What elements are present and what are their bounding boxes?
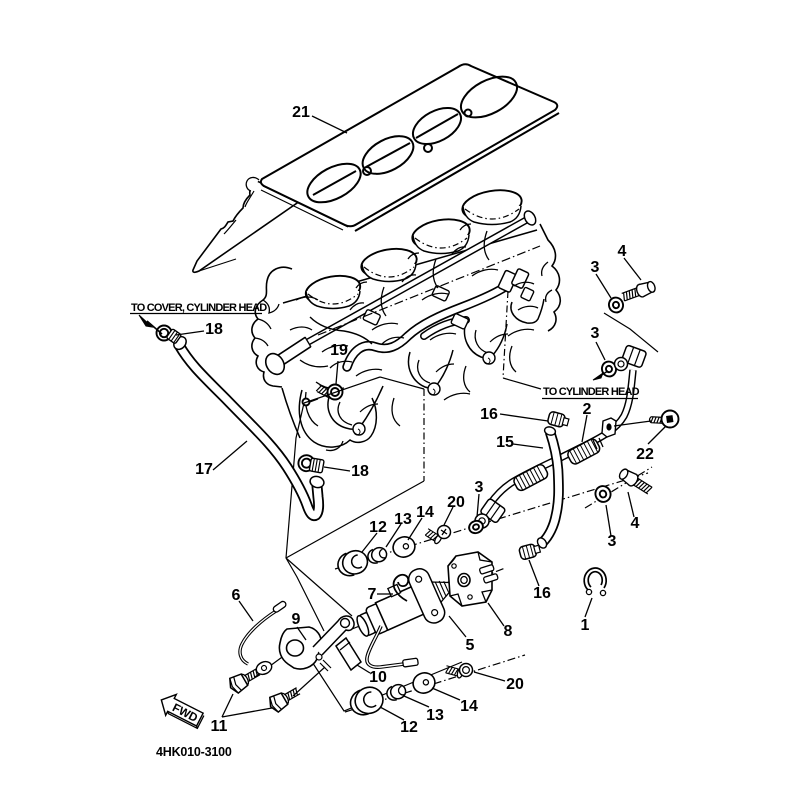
svg-text:10: 10: [369, 669, 387, 686]
svg-text:20: 20: [447, 494, 465, 511]
svg-text:4: 4: [631, 515, 640, 532]
svg-text:11: 11: [211, 718, 228, 735]
svg-text:14: 14: [416, 504, 434, 521]
svg-text:16: 16: [533, 585, 551, 602]
svg-text:8: 8: [504, 623, 513, 640]
svg-text:7: 7: [368, 586, 377, 603]
svg-text:13: 13: [426, 707, 444, 724]
svg-text:16: 16: [480, 406, 498, 423]
svg-text:14: 14: [460, 698, 478, 715]
svg-text:6: 6: [232, 587, 241, 604]
svg-text:12: 12: [400, 719, 418, 736]
svg-text:17: 17: [195, 461, 213, 478]
svg-text:22: 22: [636, 446, 654, 463]
svg-text:9: 9: [292, 611, 301, 628]
svg-text:15: 15: [496, 434, 514, 451]
svg-text:19: 19: [330, 342, 348, 359]
svg-text:3: 3: [591, 325, 600, 342]
svg-text:3: 3: [591, 259, 600, 276]
svg-text:18: 18: [205, 321, 223, 338]
svg-text:20: 20: [506, 676, 524, 693]
svg-text:5: 5: [466, 637, 475, 654]
svg-text:3: 3: [475, 479, 484, 496]
svg-text:2: 2: [583, 401, 592, 418]
svg-text:12: 12: [369, 519, 387, 536]
svg-text:TO CYLINDER HEAD: TO CYLINDER HEAD: [543, 386, 640, 398]
svg-text:1: 1: [581, 617, 590, 634]
svg-text:TO COVER, CYLINDER HEAD: TO COVER, CYLINDER HEAD: [131, 302, 267, 314]
svg-text:4: 4: [618, 243, 627, 260]
svg-text:21: 21: [292, 104, 310, 121]
svg-text:13: 13: [394, 511, 412, 528]
svg-text:4HK010-3100: 4HK010-3100: [156, 745, 232, 759]
svg-text:18: 18: [351, 463, 369, 480]
svg-text:3: 3: [608, 533, 617, 550]
